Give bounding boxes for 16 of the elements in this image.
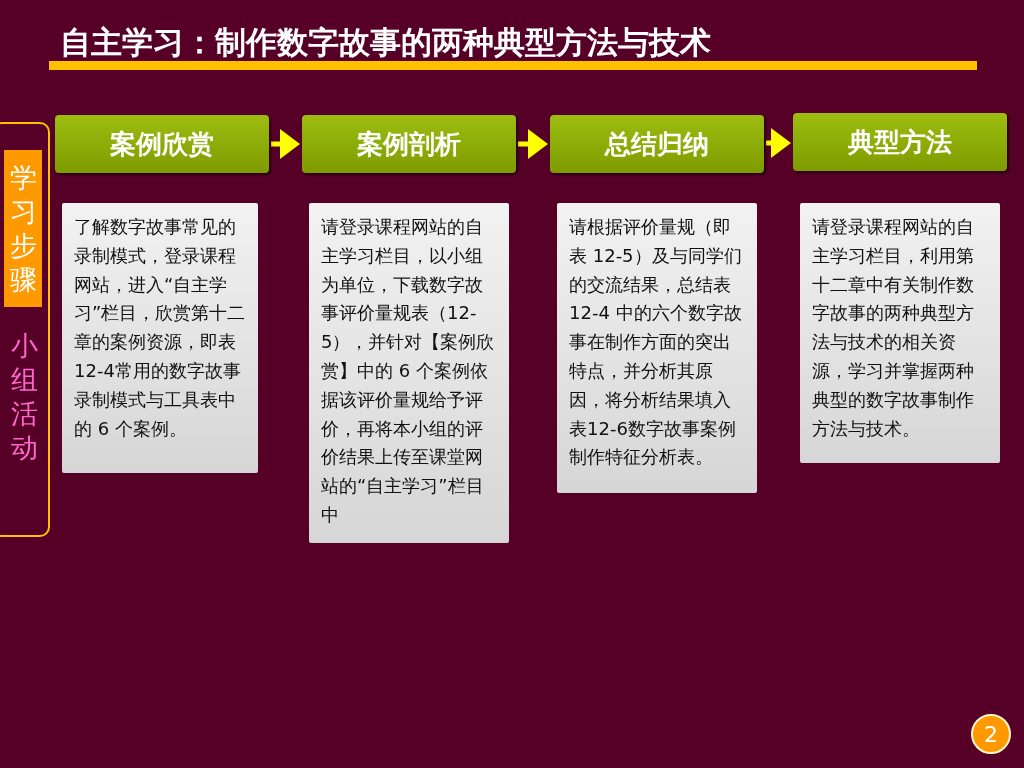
chevron-arrow (271, 129, 300, 159)
side-panel (0, 122, 50, 537)
page-number: 2 (971, 714, 1011, 754)
slide-title: 自主学习：制作数字故事的两种典型方法与技术 (60, 23, 711, 62)
step-card: 请根据评价量规（即表 12-5）及与同学们的交流结果，总结表 12-4 中的六个数字故事在制作方面的突出特点，并分析其原因，将分析结果填入表12-6数字故事案例制作特征分析表。 (557, 203, 757, 493)
chevron-arrow (766, 128, 791, 158)
step-header: 案例剖析 (302, 115, 516, 173)
chevron-arrow (518, 129, 548, 159)
step-card: 请登录课程网站的自主学习栏目，利用第十二章中有关制作数字故事的两种典型方法与技术的相关资源，学习并掌握两种典型的数字故事制作方法与技术。 (800, 203, 1000, 463)
side-label: 小组活动 (10, 329, 38, 465)
step-header: 总结归纳 (550, 115, 764, 173)
step-header: 案例欣赏 (55, 115, 269, 173)
step-header: 典型方法 (793, 113, 1007, 171)
step-band: 学习步骤 (4, 150, 42, 307)
step-card: 了解数字故事常见的录制模式，登录课程网站，进入“自主学习”栏目，欣赏第十二章的案例资源，即表12-4常用的数字故事录制模式与工具表中的 6 个案例。 (62, 203, 258, 473)
step-card: 请登录课程网站的自主学习栏目，以小组为单位，下载数字故事评价量规表（12-5），并针对【案例欣赏】中的 6 个案例依据该评价量规给予评价，再将本小组的评价结果上传至课堂网站的“自主学习”栏目中 (309, 203, 509, 543)
